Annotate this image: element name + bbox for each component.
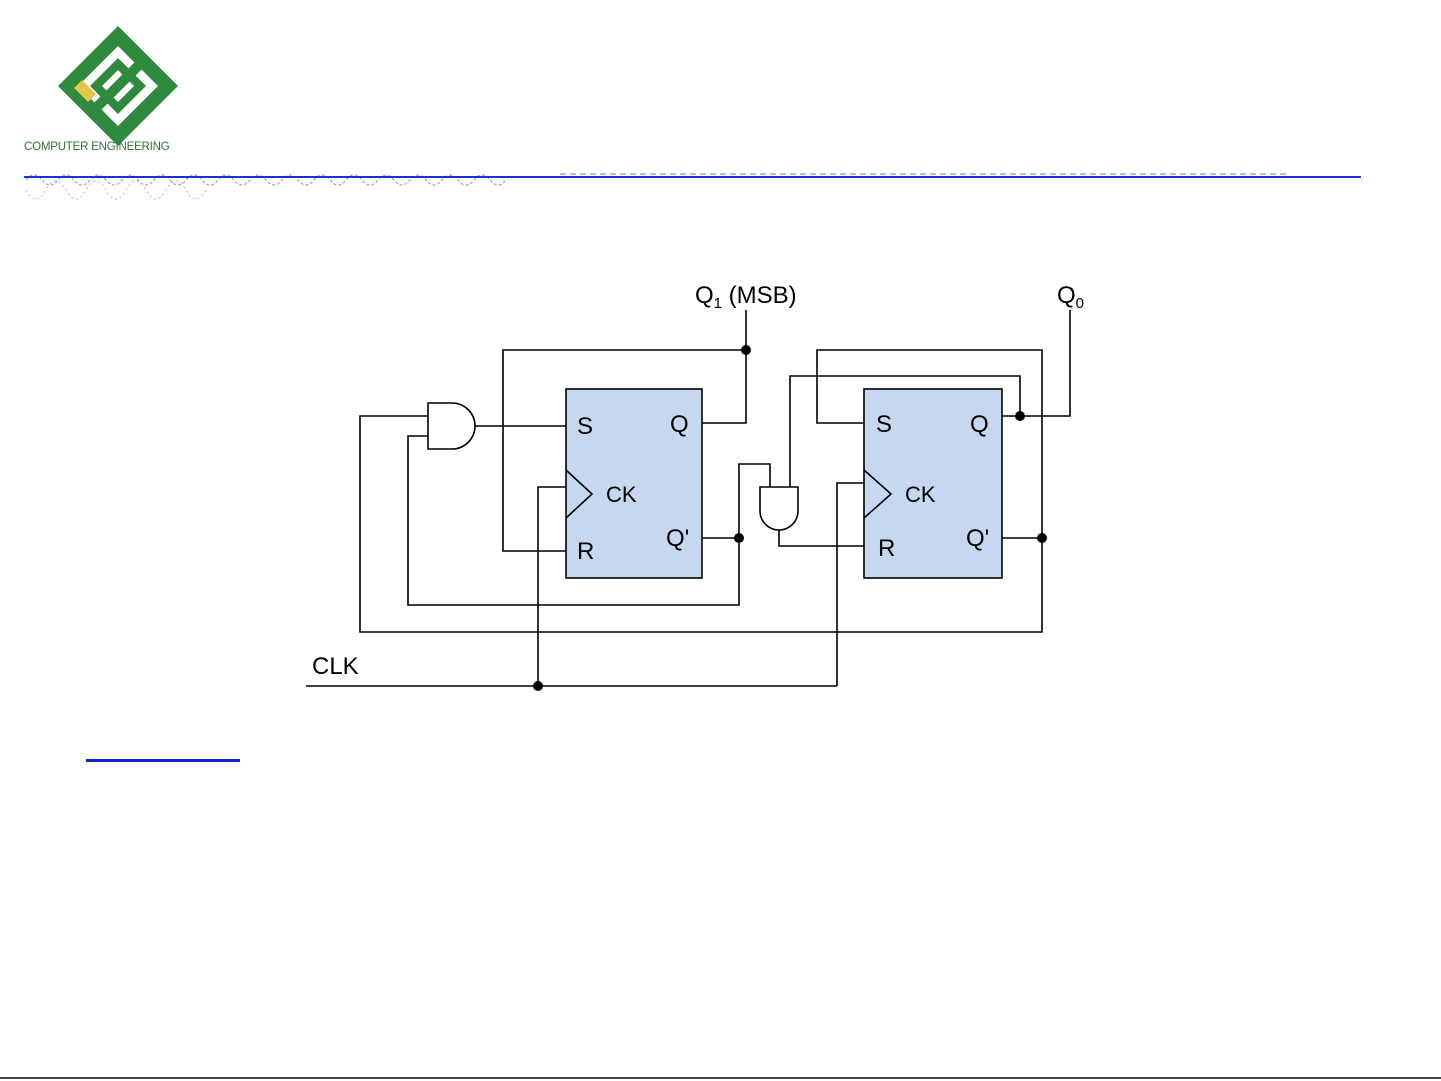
wire (702, 310, 746, 423)
clk-wire (837, 483, 864, 686)
wire (1002, 310, 1070, 416)
and-gate-2 (760, 487, 798, 530)
junction-dot (741, 345, 751, 355)
link-underline[interactable] (86, 759, 240, 762)
ff2-r-label: R (878, 535, 895, 562)
header-decoration (0, 150, 1441, 220)
ff2-ck-label: CK (905, 482, 936, 507)
ff1-ck-label: CK (606, 482, 637, 507)
clk-label: CLK (312, 653, 359, 680)
ff2-q-label: Q (970, 411, 989, 438)
junction-dot (1037, 533, 1047, 543)
footer-rule (0, 1077, 1441, 1079)
junction-dot (533, 681, 543, 691)
wire (779, 530, 864, 546)
q0-label: Q0 (1057, 282, 1084, 312)
ff1-q-label: Q (670, 411, 689, 438)
counter-circuit-diagram: Q1 (MSB) Q0 CLK S Q CK R Q' S Q CK R Q' (290, 270, 1130, 710)
junction-dot (1015, 411, 1025, 421)
ff2-s-label: S (876, 411, 892, 438)
junction-dot (734, 533, 744, 543)
ff2-qbar-label: Q' (966, 525, 989, 552)
ff1-r-label: R (577, 538, 594, 565)
clk-wire (538, 487, 566, 686)
and-gate-1 (428, 403, 475, 449)
ff1-s-label: S (577, 413, 593, 440)
ff1-qbar-label: Q' (666, 525, 689, 552)
logo-diamond (58, 26, 178, 146)
q1-msb-label: Q1 (MSB) (695, 282, 797, 312)
